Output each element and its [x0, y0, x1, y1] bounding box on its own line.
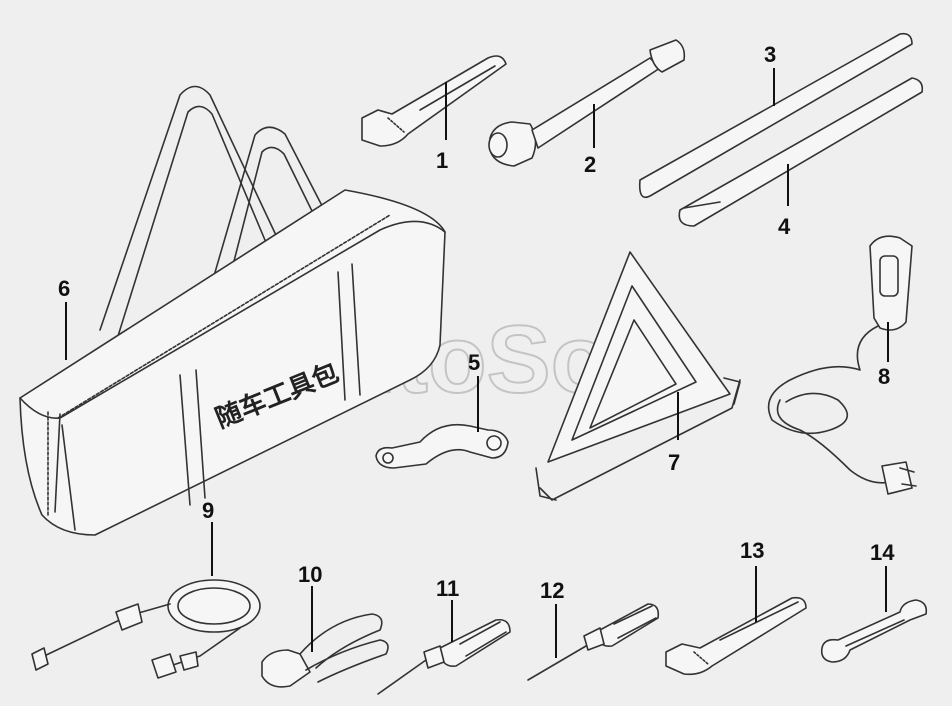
- callout-11: 11: [436, 576, 459, 601]
- tire-inflator-hose-icon: [31, 579, 261, 679]
- callout-4: 4: [778, 214, 791, 239]
- adjustable-wrench-icon: [361, 55, 507, 147]
- wheel-brace-socket-icon: [488, 39, 686, 167]
- callout-8: 8: [878, 364, 890, 389]
- open-end-wrench-icon: [820, 599, 928, 663]
- box-end-wrench-icon: [375, 423, 509, 469]
- inspection-lamp-icon: [767, 235, 917, 495]
- tool-bag-icon: 随车工具包: [19, 85, 446, 536]
- callout-13: 13: [740, 538, 764, 563]
- rod-icon: [638, 32, 913, 199]
- callout-5: 5: [468, 350, 480, 375]
- callout-2: 2: [584, 152, 596, 177]
- callout-12: 12: [540, 578, 564, 603]
- callout-9: 9: [202, 498, 214, 523]
- pliers-icon: [261, 613, 389, 688]
- callout-7: 7: [668, 450, 680, 475]
- pry-bar-icon: [678, 77, 924, 227]
- phillips-screwdriver-icon: [527, 603, 660, 681]
- callout-6: 6: [58, 276, 70, 301]
- callout-14: 14: [870, 540, 895, 565]
- flat-screwdriver-icon: [377, 618, 511, 695]
- small-adjustable-wrench-icon: [665, 596, 807, 676]
- callout-1: 1: [436, 148, 448, 173]
- callout-10: 10: [298, 562, 322, 587]
- callout-3: 3: [764, 42, 776, 67]
- warning-triangle-icon: [535, 251, 741, 501]
